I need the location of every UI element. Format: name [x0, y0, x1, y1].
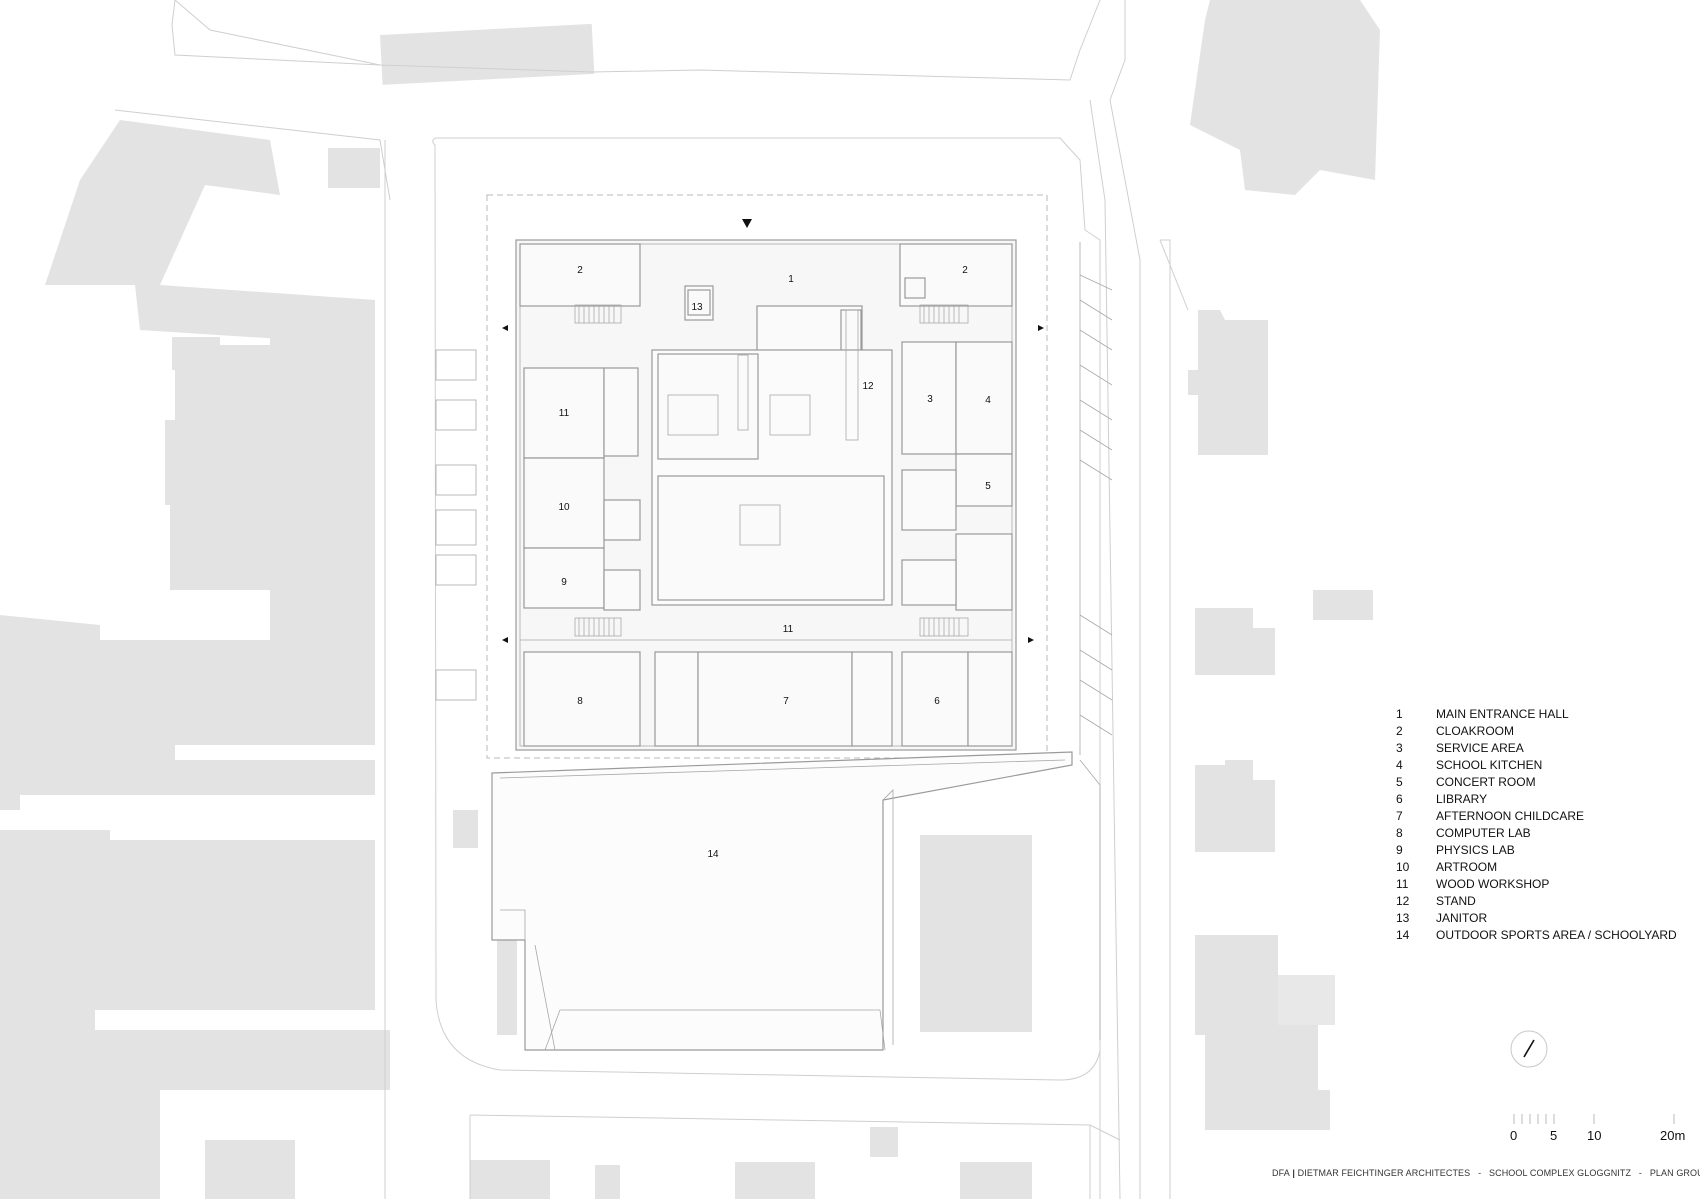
side-entrance-marker-icon — [1028, 637, 1034, 643]
legend-text: CONCERT ROOM — [1436, 775, 1536, 789]
legend-number: 9 — [1396, 843, 1403, 857]
room-label: 5 — [985, 481, 991, 492]
legend-number: 14 — [1396, 928, 1410, 942]
legend-number: 6 — [1396, 792, 1403, 806]
legend-number: 5 — [1396, 775, 1403, 789]
legend-item: 5 CONCERT ROOM — [1396, 775, 1677, 792]
scale-label: 10 — [1587, 1128, 1602, 1143]
room-label: 1 — [788, 274, 794, 285]
legend-number: 3 — [1396, 741, 1403, 755]
north-arrow-icon — [1510, 1030, 1548, 1068]
room-label: 3 — [927, 394, 933, 405]
room-label: 2 — [577, 265, 583, 276]
legend-text: CLOAKROOM — [1436, 724, 1515, 738]
room-label: 11 — [783, 624, 794, 635]
scale-label: 20m — [1660, 1128, 1686, 1143]
legend-item: 13 JANITOR — [1396, 911, 1677, 928]
legend-number: 2 — [1396, 724, 1403, 738]
legend-number: 11 — [1396, 877, 1409, 891]
separator-bar: | — [1292, 1168, 1296, 1178]
room-label: 14 — [707, 849, 719, 860]
title-block: DFA | DIETMAR FEICHTINGER ARCHITECTES - … — [1272, 1168, 1700, 1178]
legend-text: COMPUTER LAB — [1436, 826, 1531, 840]
legend-text: AFTERNOON CHILDCARE — [1436, 809, 1585, 823]
office-short: DFA — [1272, 1168, 1290, 1178]
legend-text: SCHOOL KITCHEN — [1436, 758, 1543, 772]
room-label: 4 — [985, 395, 991, 406]
surrounding-buildings-right — [453, 0, 1380, 1130]
room-label: 6 — [934, 696, 940, 707]
office-name: DIETMAR FEICHTINGER ARCHITECTES — [1297, 1168, 1471, 1178]
legend-text: SERVICE AREA — [1436, 741, 1524, 755]
room-label: 8 — [577, 696, 583, 707]
legend-item: 8 COMPUTER LAB — [1396, 826, 1677, 843]
room-label: 2 — [962, 265, 968, 276]
scale-label: 0 — [1510, 1128, 1518, 1143]
legend-item: 7 AFTERNOON CHILDCARE — [1396, 809, 1677, 826]
legend-text: ARTROOM — [1436, 860, 1498, 874]
legend-item: 10 ARTROOM — [1396, 860, 1677, 877]
legend-text: MAIN ENTRANCE HALL — [1436, 707, 1569, 721]
scale-bar: 0 5 10 20m — [1496, 1096, 1686, 1146]
scale-ticks — [1513, 1114, 1675, 1124]
project-name: SCHOOL COMPLEX GLOGGNITZ — [1489, 1168, 1632, 1178]
legend-number: 1 — [1396, 707, 1403, 721]
room-label: 7 — [783, 696, 789, 707]
room-label: 10 — [558, 502, 570, 513]
entrance-triangle-icon — [742, 219, 752, 228]
drawing-name: PLAN GROUND FLOOR — [1649, 1168, 1700, 1178]
legend-item: 12 STAND — [1396, 894, 1677, 911]
legend-item: 11 WOOD WORKSHOP — [1396, 877, 1677, 894]
legend-item: 2 CLOAKROOM — [1396, 724, 1677, 741]
legend-number: 10 — [1396, 860, 1410, 874]
legend-item: 4 SCHOOL KITCHEN — [1396, 758, 1677, 775]
legend-text: WOOD WORKSHOP — [1436, 877, 1550, 891]
legend-item: 14 OUTDOOR SPORTS AREA / SCHOOLYARD — [1396, 928, 1677, 945]
site-lines — [114, 0, 1189, 1199]
schoolyard — [491, 751, 1073, 1051]
legend-text: JANITOR — [1436, 911, 1488, 925]
scale-label: 5 — [1550, 1128, 1558, 1143]
legend-number: 12 — [1396, 894, 1410, 908]
legend-item: 9 PHYSICS LAB — [1396, 843, 1677, 860]
separator-dash: - — [1633, 1168, 1648, 1178]
legend-number: 8 — [1396, 826, 1403, 840]
legend-number: 13 — [1396, 911, 1410, 925]
room-label: 9 — [561, 577, 567, 588]
room-label: 11 — [559, 408, 570, 419]
room-label: 13 — [691, 302, 703, 313]
side-entrance-marker-icon — [502, 637, 508, 643]
legend-text: PHYSICS LAB — [1436, 843, 1515, 857]
separator-dash: - — [1472, 1168, 1487, 1178]
room-label: 12 — [862, 381, 874, 392]
legend-text: OUTDOOR SPORTS AREA / SCHOOLYARD — [1436, 928, 1677, 942]
legend-text: LIBRARY — [1436, 792, 1488, 806]
legend-item: 6 LIBRARY — [1396, 792, 1677, 809]
side-entrance-marker-icon — [1038, 325, 1044, 331]
legend-number: 7 — [1396, 809, 1403, 823]
legend-number: 4 — [1396, 758, 1403, 772]
school-building — [515, 239, 1017, 751]
room-labels: 1 2 2 13 12 3 4 5 11 10 9 11 8 7 6 14 — [558, 265, 991, 860]
legend-item: 1 MAIN ENTRANCE HALL — [1396, 707, 1677, 724]
legend-item: 3 SERVICE AREA — [1396, 741, 1677, 758]
surrounding-buildings — [0, 23, 1032, 1199]
site-boundary — [486, 194, 1048, 759]
legend-text: STAND — [1436, 894, 1476, 908]
side-entrance-marker-icon — [502, 325, 508, 331]
legend: 1 MAIN ENTRANCE HALL 2 CLOAKROOM 3 SERVICE … — [1396, 707, 1677, 945]
